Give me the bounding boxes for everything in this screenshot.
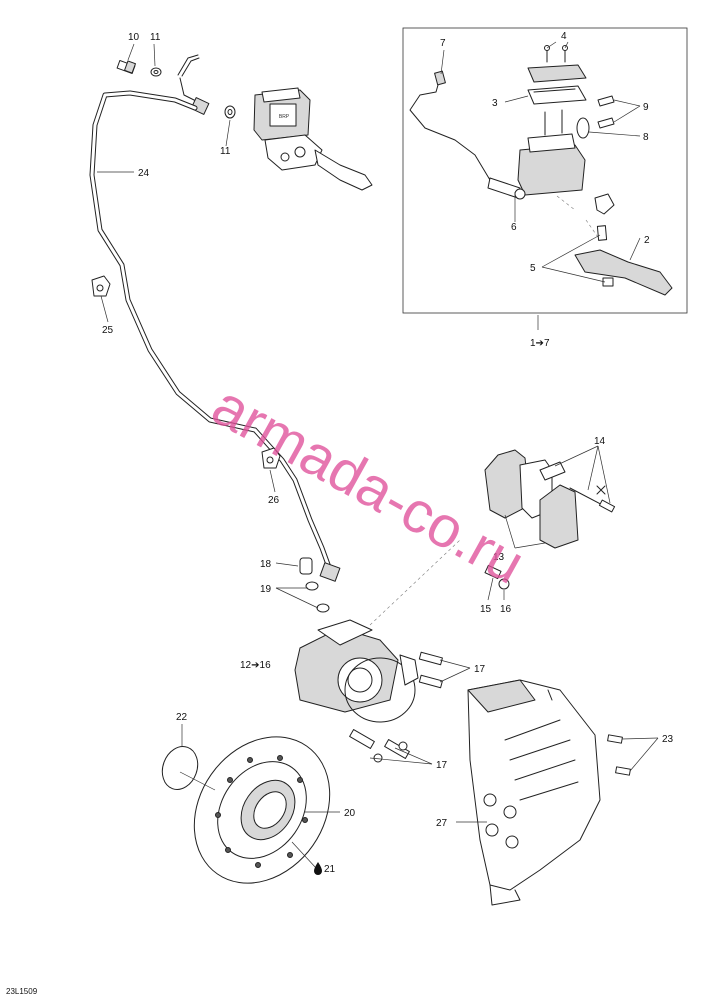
svg-text:BRP: BRP: [279, 114, 290, 120]
brake-caliper-part: [294, 539, 461, 723]
callout-19: 19: [260, 584, 272, 595]
callout-7: 7: [440, 38, 446, 49]
callout-27: 27: [436, 818, 448, 829]
callout-13: 13: [493, 552, 505, 563]
callout-20: 20: [344, 808, 356, 819]
watermark: armada-co.ru: [202, 373, 535, 597]
banjo-bolt-part: [116, 60, 136, 74]
callout-25: 25: [102, 325, 114, 336]
callout-21: 21: [324, 864, 336, 875]
callout-6: 6: [511, 222, 517, 233]
callout-9: 9: [643, 102, 649, 113]
callout-23: 23: [662, 734, 674, 745]
washer-part: [150, 67, 162, 77]
disc-guard-part: [467, 679, 601, 906]
callout-11: 11: [150, 32, 161, 43]
callout-18: 18: [260, 559, 272, 570]
callout-labels: 10 11 11 24 25 26 7 4 3 9 8 6 2 5 14 13 …: [6, 31, 674, 996]
hose-clip-part: [91, 275, 111, 297]
brake-hose-part: [89, 90, 333, 573]
callout-26: 26: [268, 495, 280, 506]
callout-17: 17: [436, 760, 448, 771]
callout-8: 8: [643, 132, 649, 143]
hose-clip-part: [261, 447, 281, 469]
callout-22: 22: [176, 712, 188, 723]
brake-disc-part: [193, 736, 331, 884]
callout-11: 11: [220, 146, 231, 157]
callout-17: 17: [474, 664, 486, 675]
master-cylinder-assembly: BRP: [116, 54, 373, 191]
leader-lines: [97, 41, 659, 869]
callout-4: 4: [561, 31, 567, 42]
callout-14: 14: [594, 436, 606, 447]
callout-2: 2: [644, 235, 650, 246]
callout-5: 5: [530, 263, 536, 274]
brake-pads-part: [484, 449, 616, 549]
diagram-code: 23L1509: [6, 987, 38, 996]
callout-16: 16: [500, 604, 512, 615]
o-ring-part: [161, 746, 199, 790]
callout-15: 15: [480, 604, 492, 615]
callout-10: 10: [128, 32, 140, 43]
kit-inset-frame: [402, 27, 688, 314]
kit-range-label: 1➔7: [530, 338, 550, 349]
oil-drop-icon: [314, 862, 322, 875]
callout-3: 3: [492, 98, 498, 109]
caliper-kit-range-label: 12➔16: [240, 660, 271, 671]
callout-24: 24: [138, 168, 150, 179]
inset-master-cylinder: [409, 45, 673, 296]
